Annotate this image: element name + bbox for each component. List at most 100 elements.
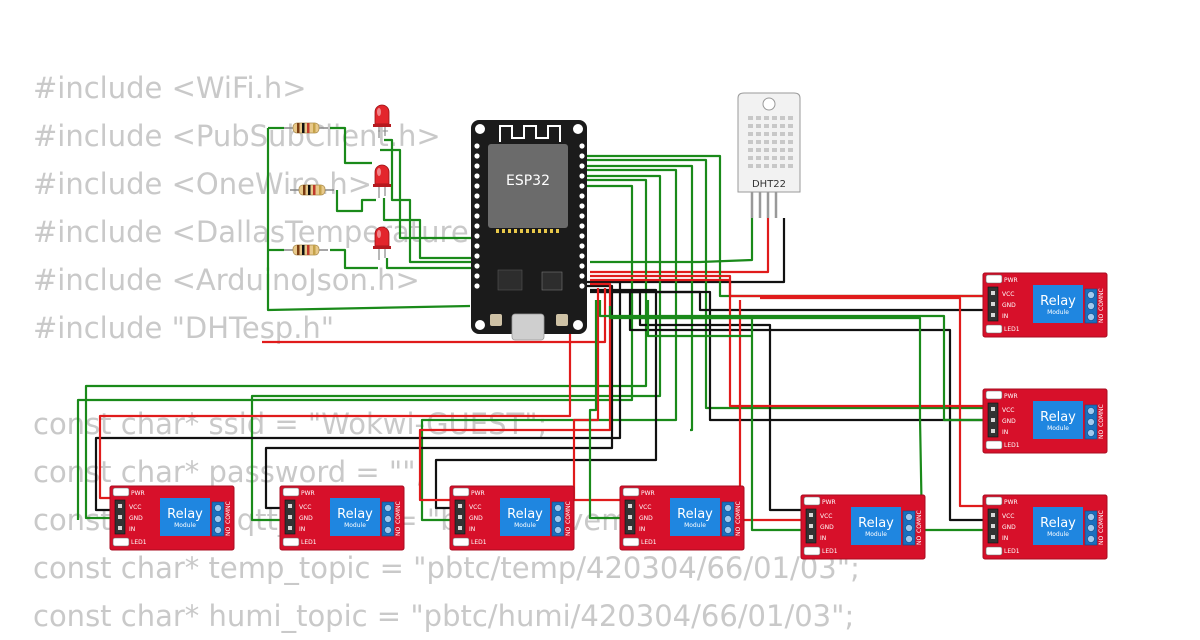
svg-text:GND: GND xyxy=(299,515,313,522)
esp32-board[interactable]: ESP32 xyxy=(471,120,587,341)
svg-text:COM: COM xyxy=(225,510,232,524)
svg-text:GND: GND xyxy=(820,524,834,531)
resistor-1[interactable] xyxy=(283,122,329,134)
svg-text:Relay: Relay xyxy=(167,507,203,522)
led-1[interactable] xyxy=(372,104,392,139)
svg-text:Relay: Relay xyxy=(1040,516,1076,531)
svg-text:COM: COM xyxy=(395,510,402,524)
svg-text:IN: IN xyxy=(129,526,135,533)
svg-text:Module: Module xyxy=(344,522,366,529)
svg-text:Relay: Relay xyxy=(1040,294,1076,309)
code-line-6: #include "DHTesp.h" xyxy=(33,311,335,345)
svg-text:IN: IN xyxy=(639,526,645,533)
code-line-5: #include <ArduinoJson.h> xyxy=(33,263,420,297)
svg-text:VCC: VCC xyxy=(299,504,311,511)
code-line-9: const char* password = ""; xyxy=(33,455,426,489)
svg-text:Module: Module xyxy=(684,522,706,529)
svg-text:LED1: LED1 xyxy=(301,539,317,546)
led-3[interactable] xyxy=(372,226,392,261)
svg-text:PWR: PWR xyxy=(131,490,145,497)
relay-module-1[interactable]: PWR LED1 VCC GND IN Relay Module NO COM … xyxy=(982,272,1108,338)
svg-text:Relay: Relay xyxy=(677,507,713,522)
wire xyxy=(266,128,471,312)
svg-text:GND: GND xyxy=(1002,418,1016,425)
svg-text:Relay: Relay xyxy=(337,507,373,522)
svg-text:VCC: VCC xyxy=(1002,513,1014,520)
resistor-2[interactable] xyxy=(289,184,335,196)
svg-text:IN: IN xyxy=(820,535,826,542)
svg-text:NC: NC xyxy=(225,501,232,510)
led-2[interactable] xyxy=(372,164,392,199)
relay-module-2[interactable]: PWR LED1 VCC GND IN Relay Module NO COM … xyxy=(982,388,1108,454)
svg-text:VCC: VCC xyxy=(820,513,832,520)
svg-text:IN: IN xyxy=(1002,429,1008,436)
svg-text:Module: Module xyxy=(174,522,196,529)
usb-port xyxy=(511,313,545,341)
esp32-chip xyxy=(488,144,568,228)
svg-text:IN: IN xyxy=(469,526,475,533)
svg-text:Module: Module xyxy=(514,522,536,529)
svg-text:NO: NO xyxy=(916,536,923,545)
svg-text:NO: NO xyxy=(735,527,742,536)
svg-text:GND: GND xyxy=(129,515,143,522)
svg-text:PWR: PWR xyxy=(301,490,315,497)
svg-text:LED1: LED1 xyxy=(1004,326,1020,333)
svg-text:NC: NC xyxy=(395,501,402,510)
svg-text:Module: Module xyxy=(1047,309,1069,316)
svg-text:VCC: VCC xyxy=(469,504,481,511)
dht22-label: DHT22 xyxy=(752,179,786,190)
svg-text:NO: NO xyxy=(1098,536,1105,545)
code-line-12: const char* humi_topic = "pbtc/humi/4203… xyxy=(33,599,855,633)
svg-text:VCC: VCC xyxy=(1002,407,1014,414)
svg-text:LED1: LED1 xyxy=(131,539,147,546)
svg-text:Module: Module xyxy=(865,531,887,538)
code-line-1: #include <WiFi.h> xyxy=(33,71,307,105)
relay-module-5[interactable]: PWR LED1 VCC GND IN Relay Module NO COM … xyxy=(619,485,745,551)
svg-text:Relay: Relay xyxy=(1040,410,1076,425)
svg-text:NC: NC xyxy=(1098,288,1105,297)
svg-text:PWR: PWR xyxy=(822,499,836,506)
svg-text:GND: GND xyxy=(1002,524,1016,531)
svg-text:NO: NO xyxy=(1098,430,1105,439)
dht22-sensor[interactable]: DHT22 xyxy=(737,92,801,218)
relay-module-4[interactable]: PWR LED1 VCC GND IN Relay Module NO COM … xyxy=(800,494,926,560)
svg-text:PWR: PWR xyxy=(471,490,485,497)
svg-text:COM: COM xyxy=(1098,297,1105,311)
resistor-3[interactable] xyxy=(283,244,329,256)
svg-text:PWR: PWR xyxy=(641,490,655,497)
svg-text:NO: NO xyxy=(395,527,402,536)
svg-text:COM: COM xyxy=(916,519,923,533)
svg-text:GND: GND xyxy=(1002,302,1016,309)
svg-text:VCC: VCC xyxy=(1002,291,1014,298)
svg-text:COM: COM xyxy=(735,510,742,524)
svg-text:GND: GND xyxy=(639,515,653,522)
code-line-3: #include <OneWire.h> xyxy=(33,167,373,201)
relays: PWR LED1 VCC GND IN Relay Module NO COM … xyxy=(109,272,1108,560)
svg-text:IN: IN xyxy=(299,526,305,533)
relay-module-8[interactable]: PWR LED1 VCC GND IN Relay Module NO COM … xyxy=(109,485,235,551)
svg-text:NO: NO xyxy=(565,527,572,536)
svg-text:NC: NC xyxy=(565,501,572,510)
svg-text:NC: NC xyxy=(916,510,923,519)
svg-text:Module: Module xyxy=(1047,531,1069,538)
svg-text:COM: COM xyxy=(565,510,572,524)
svg-text:PWR: PWR xyxy=(1004,499,1018,506)
relay-module-7[interactable]: PWR LED1 VCC GND IN Relay Module NO COM … xyxy=(279,485,405,551)
svg-text:VCC: VCC xyxy=(129,504,141,511)
relay-module-6[interactable]: PWR LED1 VCC GND IN Relay Module NO COM … xyxy=(449,485,575,551)
svg-text:Module: Module xyxy=(1047,425,1069,432)
svg-text:LED1: LED1 xyxy=(1004,548,1020,555)
code-line-8: const char* ssid = "Wokwi-GUEST"; xyxy=(33,407,548,441)
svg-text:PWR: PWR xyxy=(1004,393,1018,400)
esp32-label: ESP32 xyxy=(506,173,550,189)
relay-module-3[interactable]: PWR LED1 VCC GND IN Relay Module NO COM … xyxy=(982,494,1108,560)
svg-text:Relay: Relay xyxy=(858,516,894,531)
svg-text:NC: NC xyxy=(1098,404,1105,413)
svg-text:NO: NO xyxy=(225,527,232,536)
svg-text:LED1: LED1 xyxy=(641,539,657,546)
svg-text:NC: NC xyxy=(735,501,742,510)
svg-text:NO: NO xyxy=(1098,314,1105,323)
svg-text:LED1: LED1 xyxy=(471,539,487,546)
code-line-4: #include <DallasTemperature.h> xyxy=(33,215,521,249)
